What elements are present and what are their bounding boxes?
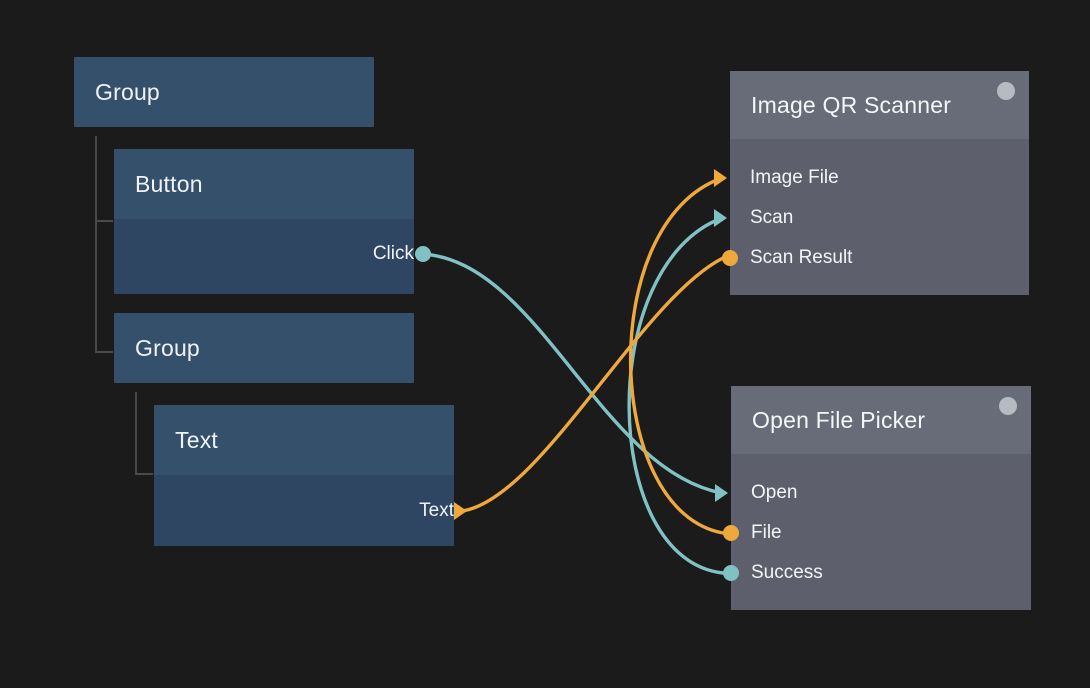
port-label: Text [419, 500, 454, 521]
tree-node-title: Text [175, 426, 218, 453]
port-label: Scan [750, 207, 794, 228]
tree-node-body [114, 219, 414, 294]
port-dot-success[interactable] [723, 565, 739, 581]
port-label: Image File [750, 167, 839, 188]
port-arrow-image-file[interactable] [714, 169, 727, 187]
port-dot-click[interactable] [415, 246, 431, 262]
tree-node-port-row[interactable]: Text [154, 491, 464, 531]
tree-node-port-row[interactable]: Click [114, 234, 424, 274]
tree-node-header[interactable]: Group [114, 313, 414, 383]
tree-node-title: Group [95, 78, 160, 105]
function-node-body [730, 139, 1029, 295]
edge-success-to-scan[interactable] [627, 216, 725, 575]
guide-child-vertical [135, 392, 137, 475]
function-node-port-row[interactable]: Success [731, 553, 1051, 593]
tree-node-header[interactable]: Group [74, 57, 374, 127]
port-label: Success [751, 562, 823, 583]
tree-node-body [154, 475, 454, 546]
function-node-port-row[interactable]: Open [731, 473, 1051, 513]
function-node-port-row[interactable]: Image File [730, 158, 1049, 198]
port-label: File [751, 522, 782, 543]
tree-node-header[interactable]: Text [154, 405, 454, 475]
circle-icon[interactable] [999, 397, 1017, 415]
guide-root-branch-2 [95, 351, 113, 353]
port-label: Open [751, 482, 798, 503]
tree-node-title: Button [135, 170, 203, 197]
function-node-body [731, 454, 1031, 610]
edge-click-to-open[interactable] [421, 252, 724, 495]
port-dot-scan-result[interactable] [722, 250, 738, 266]
port-label: Click [372, 243, 414, 264]
function-node-title: Open File Picker [752, 406, 926, 433]
function-node-port-row[interactable]: File [731, 513, 1051, 553]
function-node-header[interactable]: Open File Picker [731, 386, 1031, 454]
port-label: Scan Result [750, 247, 853, 268]
tree-node-header[interactable]: Button [114, 149, 414, 219]
port-arrow-text[interactable] [454, 502, 467, 520]
port-arrow-scan[interactable] [714, 209, 727, 227]
function-node-port-row[interactable]: Scan Result [730, 238, 1049, 278]
function-node-title: Image QR Scanner [751, 91, 952, 118]
port-dot-file[interactable] [723, 525, 739, 541]
guide-root-vertical [95, 136, 97, 353]
tree-node-group-child[interactable]: Group [114, 313, 414, 383]
tree-node-group-root[interactable]: Group [74, 57, 374, 127]
tree-node-title: Group [135, 334, 200, 361]
function-node-header[interactable]: Image QR Scanner [730, 71, 1029, 139]
port-arrow-open[interactable] [715, 484, 728, 502]
guide-child-branch-1 [135, 473, 153, 475]
circle-icon[interactable] [997, 82, 1015, 100]
guide-root-branch-1 [95, 220, 113, 222]
function-node-port-row[interactable]: Scan [730, 198, 1049, 238]
edge-scan-result-to-text[interactable] [460, 256, 725, 513]
edge-file-to-image-file[interactable] [628, 176, 725, 535]
